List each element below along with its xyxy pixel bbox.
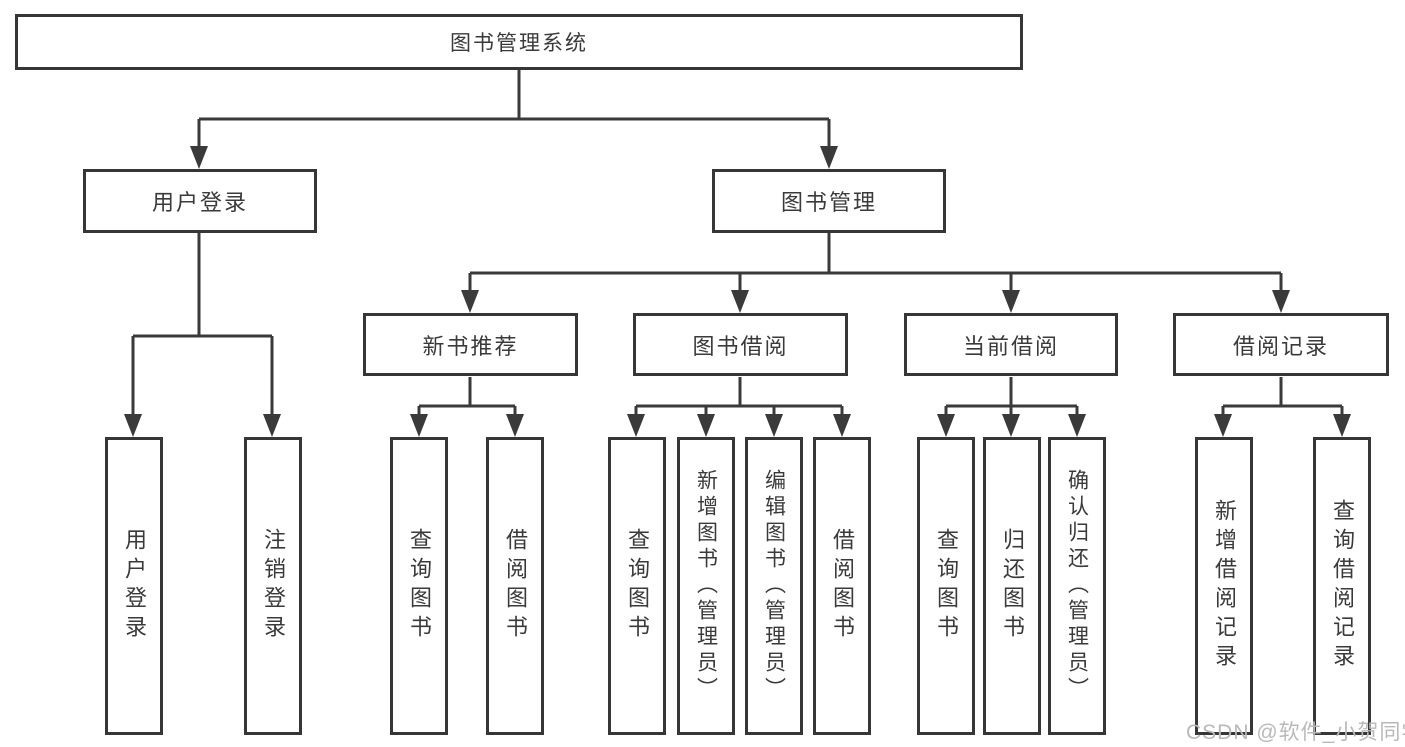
node-book-management: 图书管理	[712, 169, 946, 233]
leaf-label: 借阅图书	[830, 528, 855, 644]
leaf-label: 编辑图书（管理员）	[762, 469, 786, 703]
node-label: 用户登录	[151, 190, 248, 215]
node-new-book-recommendation: 新书推荐	[363, 313, 578, 376]
leaf-label: 确认归还（管理员）	[1065, 469, 1089, 703]
node-label: 新书推荐	[422, 333, 519, 359]
leaf-label: 查询图书	[407, 528, 432, 644]
node-current-borrowing: 当前借阅	[904, 313, 1118, 376]
node-user-login: 用户登录	[83, 169, 317, 233]
leaf-borrow-books-recommend: 借阅图书	[486, 437, 544, 735]
leaf-logout: 注销登录	[244, 437, 302, 735]
node-borrowing-records: 借阅记录	[1173, 313, 1389, 376]
leaf-add-books-admin: 新增图书（管理员）	[677, 437, 735, 735]
leaf-label: 注销登录	[261, 528, 286, 644]
leaf-user-login: 用户登录	[105, 437, 163, 735]
leaf-label: 查询图书	[625, 528, 650, 644]
node-label: 图书管理	[780, 190, 877, 215]
leaf-label: 查询图书	[934, 528, 959, 644]
node-label: 图书借阅	[692, 333, 789, 359]
node-label: 当前借阅	[962, 333, 1059, 359]
csdn-watermark: CSDN @软件_小贺同学	[1186, 721, 1405, 744]
leaf-label: 新增借阅记录	[1212, 499, 1237, 673]
leaf-edit-books-admin: 编辑图书（管理员）	[745, 437, 803, 735]
leaf-add-borrow-record: 新增借阅记录	[1195, 437, 1253, 735]
leaf-query-borrow-record: 查询借阅记录	[1313, 437, 1371, 735]
leaf-label: 归还图书	[1000, 528, 1025, 644]
leaf-label: 借阅图书	[503, 528, 528, 644]
leaf-return-books: 归还图书	[983, 437, 1041, 735]
arrowheads	[124, 146, 1351, 437]
node-label: 借阅记录	[1232, 333, 1329, 359]
node-label: 图书管理系统	[450, 32, 588, 55]
leaf-borrow-books: 借阅图书	[813, 437, 871, 735]
leaf-label: 用户登录	[122, 528, 147, 644]
leaf-query-books-borrow: 查询图书	[608, 437, 666, 735]
leaf-label: 新增图书（管理员）	[694, 469, 718, 703]
leaf-confirm-return-admin: 确认归还（管理员）	[1048, 437, 1106, 735]
leaf-label: 查询借阅记录	[1330, 499, 1355, 673]
node-library-management-system: 图书管理系统	[15, 14, 1023, 70]
leaf-query-books-recommend: 查询图书	[390, 437, 448, 735]
node-book-borrowing: 图书借阅	[633, 313, 848, 376]
leaf-query-books-current: 查询图书	[917, 437, 975, 735]
